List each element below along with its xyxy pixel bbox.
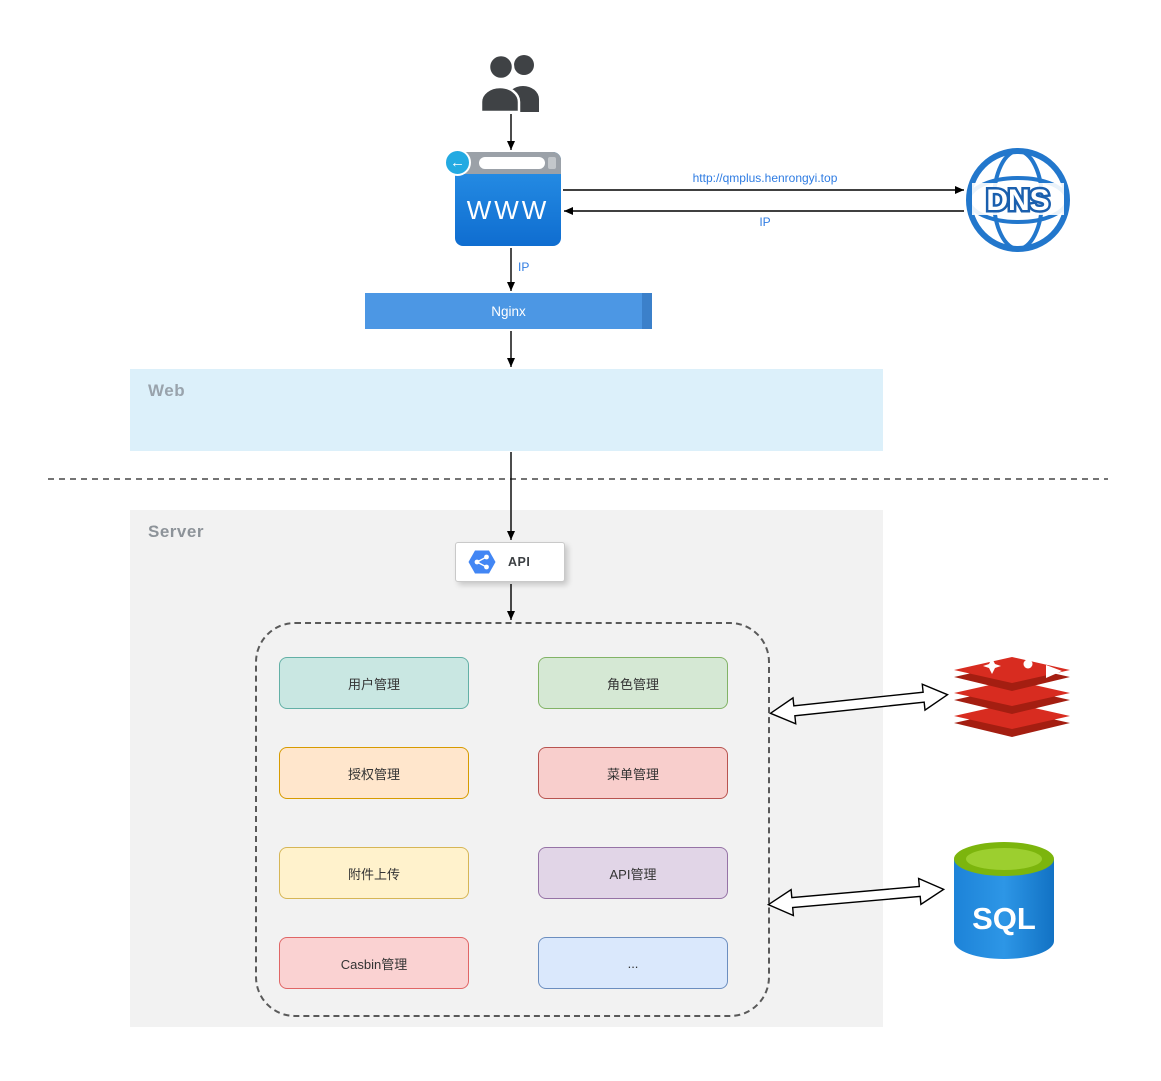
- module-api-mgmt: API管理: [538, 847, 728, 899]
- browser-url-bar: [479, 157, 545, 169]
- api-hexagon-icon: [468, 550, 496, 574]
- nginx-node: Nginx: [365, 293, 652, 329]
- web-zone: Web: [130, 369, 883, 451]
- module-user-mgmt: 用户管理: [279, 657, 469, 709]
- module-role-mgmt: 角色管理: [538, 657, 728, 709]
- module-casbin-mgmt: Casbin管理: [279, 937, 469, 989]
- module-label: 菜单管理: [606, 766, 659, 782]
- dns-label: DNS: [986, 184, 1049, 217]
- edge-label-dns-request: http://qmplus.henrongyi.top: [692, 171, 838, 185]
- modules-container: 用户管理 角色管理 授权管理 菜单管理 附件上传 API管理 Casbin管理 …: [255, 622, 770, 1017]
- module-label: ...: [627, 955, 639, 971]
- dns-globe-icon: DNS: [966, 148, 1070, 252]
- sql-label: SQL: [972, 901, 1036, 936]
- browser-window-icon: ← WWW: [444, 149, 561, 246]
- browser-menu-icon: [548, 157, 556, 169]
- module-more: ...: [538, 937, 728, 989]
- users-icon: [479, 53, 539, 112]
- module-label: 用户管理: [347, 676, 400, 692]
- web-zone-label: Web: [148, 381, 186, 400]
- module-menu-mgmt: 菜单管理: [538, 747, 728, 799]
- browser-titlebar: [455, 152, 561, 174]
- module-label: 授权管理: [347, 766, 400, 782]
- edge-label-ip: IP: [518, 260, 530, 274]
- module-label: 附件上传: [347, 866, 400, 882]
- sql-database-icon: SQL: [954, 842, 1054, 959]
- module-auth-mgmt: 授权管理: [279, 747, 469, 799]
- edge-label-dns-response: IP: [759, 215, 771, 229]
- nginx-label: Nginx: [491, 303, 526, 319]
- module-label: 角色管理: [606, 676, 659, 692]
- back-arrow-icon: ←: [444, 149, 471, 176]
- module-label: API管理: [609, 866, 657, 882]
- api-gateway-node: API: [455, 542, 565, 582]
- api-label: API: [508, 555, 531, 569]
- redis-database-icon: [954, 657, 1070, 737]
- module-upload: 附件上传: [279, 847, 469, 899]
- server-zone-label: Server: [148, 522, 204, 541]
- browser-label: WWW: [466, 194, 550, 225]
- module-label: Casbin管理: [340, 956, 408, 972]
